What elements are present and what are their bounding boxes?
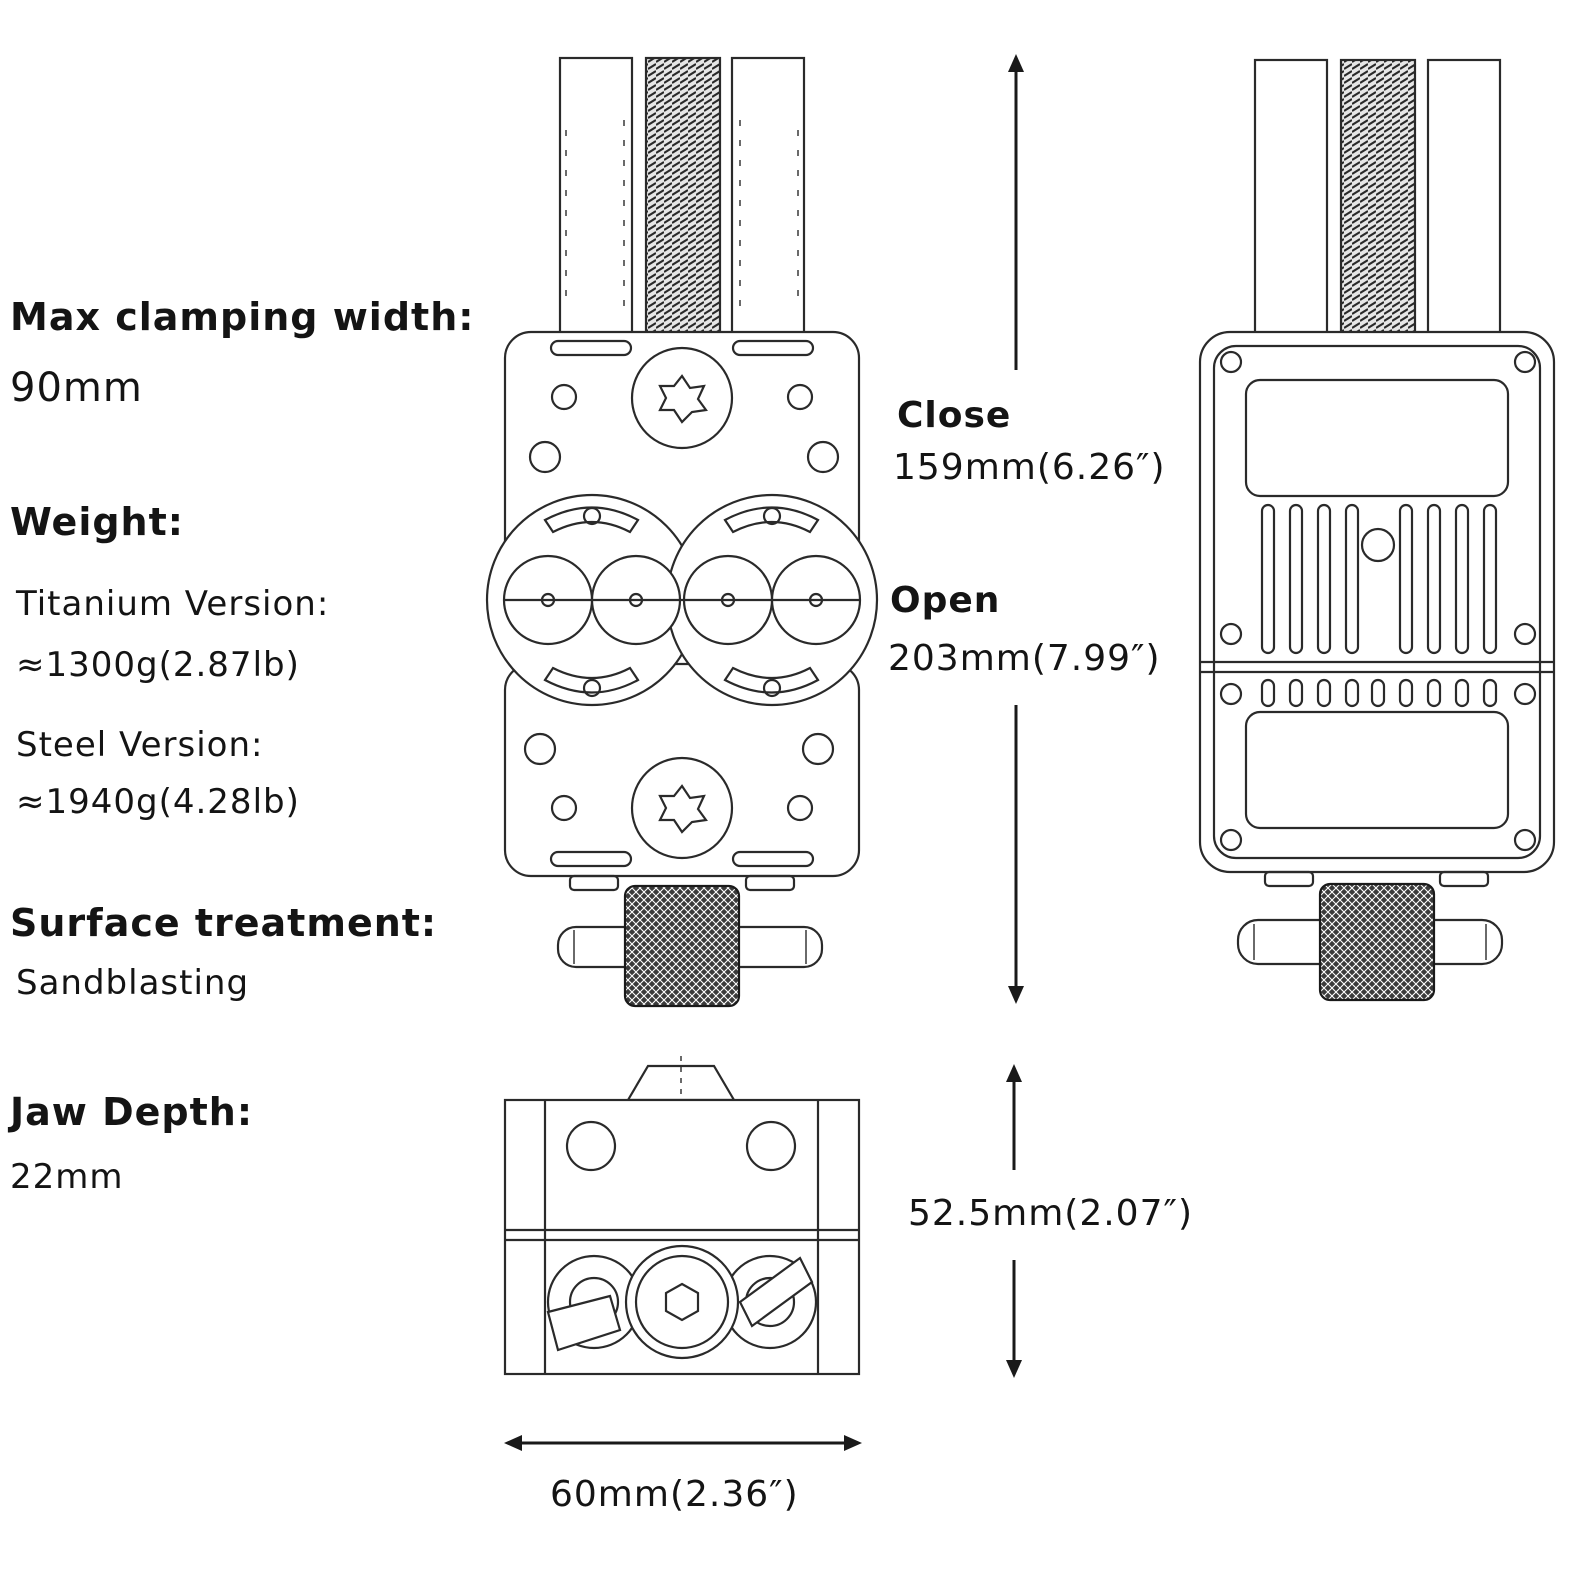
side-view-clamp-mechanism xyxy=(546,1244,818,1360)
front-threaded-rod xyxy=(644,56,722,336)
jaw-depth-value: 22mm xyxy=(10,1157,124,1197)
back-guide-rod-right xyxy=(1426,58,1502,336)
height-dimension-arrow xyxy=(1006,1064,1022,1378)
front-knurled-knob xyxy=(623,884,741,1008)
open-label: Open xyxy=(890,580,1001,621)
titanium-version-label: Titanium Version: xyxy=(16,584,330,624)
weight-label: Weight: xyxy=(10,500,184,544)
front-lower-jaw xyxy=(503,662,861,878)
back-housing xyxy=(1198,330,1556,874)
front-guide-rod-right xyxy=(730,56,806,336)
jaw-depth-label: Jaw Depth: xyxy=(10,1090,254,1134)
back-guide-rod-left xyxy=(1253,58,1329,336)
max-clamping-label: Max clamping width: xyxy=(10,295,475,339)
width-dimension-arrow xyxy=(504,1435,862,1451)
steel-version-value: ≈1940g(4.28lb) xyxy=(16,782,300,822)
steel-version-label: Steel Version: xyxy=(16,725,264,765)
surface-treatment-value: Sandblasting xyxy=(16,963,250,1003)
width-dimension: 60mm(2.36″) xyxy=(550,1474,799,1515)
back-slots xyxy=(1260,503,1498,708)
front-guide-rod-left xyxy=(558,56,634,336)
front-view xyxy=(485,56,879,1008)
back-knurled-knob xyxy=(1318,882,1436,1002)
side-view xyxy=(503,1056,861,1376)
close-dimension: 159mm(6.26″) xyxy=(893,447,1166,488)
surface-treatment-label: Surface treatment: xyxy=(10,901,438,945)
back-threaded-rod xyxy=(1339,58,1417,336)
height-dimension: 52.5mm(2.07″) xyxy=(908,1193,1193,1234)
open-dimension: 203mm(7.99″) xyxy=(888,638,1161,679)
front-upper-torx-screw xyxy=(630,346,734,450)
front-lower-torx-screw xyxy=(630,756,734,860)
titanium-version-value: ≈1300g(2.87lb) xyxy=(16,645,300,685)
front-clamp-rollers xyxy=(485,493,879,707)
open-close-dimension-arrow xyxy=(1008,54,1024,1004)
max-clamping-value: 90mm xyxy=(10,365,143,411)
back-view xyxy=(1198,58,1556,1002)
close-label: Close xyxy=(897,395,1012,436)
